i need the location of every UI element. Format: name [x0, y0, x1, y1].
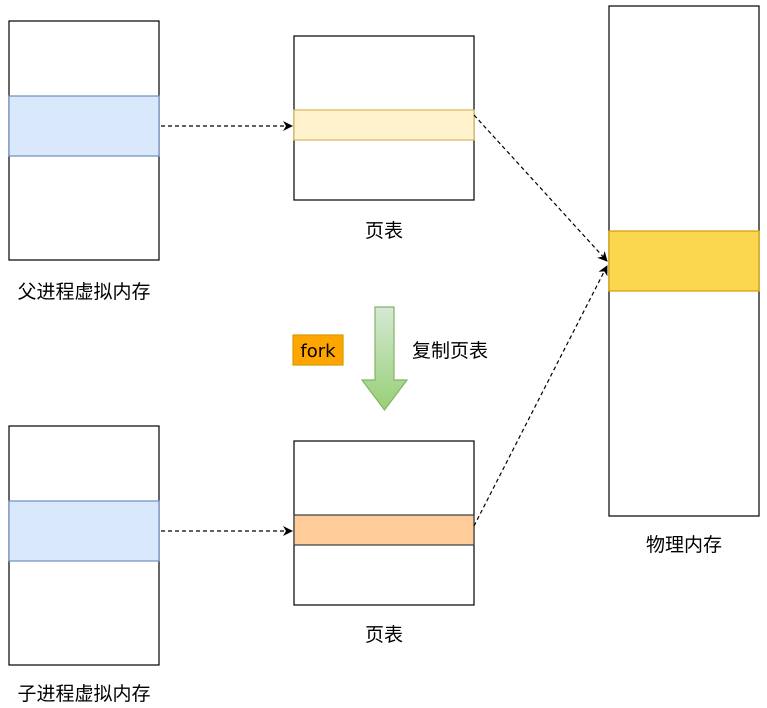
- copy-page-table-label: 复制页表: [412, 340, 488, 362]
- page-table-top-label: 页表: [365, 220, 403, 242]
- page-table-bottom-label: 页表: [365, 624, 403, 646]
- child-virtual-region: [8, 500, 160, 562]
- parent-virtual-memory: [8, 20, 160, 261]
- physical-memory: [608, 5, 760, 517]
- page-table-bottom: [293, 440, 475, 606]
- physical-memory-region: [608, 230, 760, 292]
- parent-virtual-memory-label: 父进程虚拟内存: [17, 281, 150, 303]
- fork-label: fork: [300, 341, 336, 362]
- child-virtual-memory-label: 子进程虚拟内存: [17, 683, 150, 705]
- parent-virtual-region: [8, 95, 160, 157]
- physical-memory-label: 物理内存: [646, 534, 722, 556]
- fork-badge: fork: [292, 334, 344, 366]
- page-table-top-entry: [293, 109, 475, 141]
- arrow-top-entry-to-physical: [473, 114, 608, 262]
- child-virtual-memory: [8, 425, 160, 666]
- copy-down-arrow-icon: [360, 306, 409, 411]
- arrow-bottom-entry-to-physical: [473, 265, 608, 527]
- page-table-top: [293, 35, 475, 201]
- page-table-bottom-entry: [293, 514, 475, 546]
